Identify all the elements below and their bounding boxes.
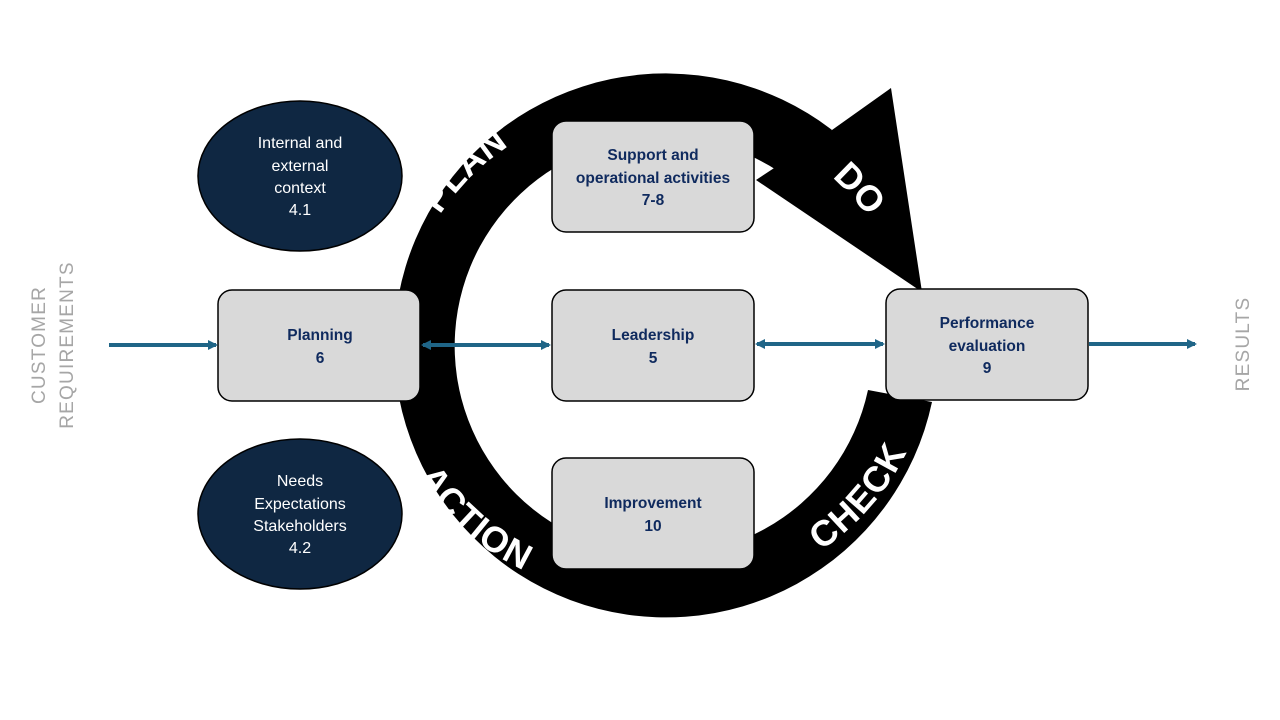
customer-requirements-label-line1: CUSTOMER (29, 286, 50, 404)
context-internal-external: Internal and external context 4.1 (197, 100, 403, 252)
box-planning-ref: 6 (316, 350, 325, 367)
box-improvement-ref: 10 (644, 518, 661, 535)
context-stakeholders-line3: Stakeholders (253, 518, 346, 535)
box-performance: Performance evaluation 9 (885, 288, 1089, 401)
box-support-line2: operational activities (576, 170, 730, 187)
box-support: Support and operational activities 7-8 (551, 120, 755, 233)
box-performance-ref: 9 (983, 360, 992, 377)
box-improvement: Improvement 10 (551, 457, 755, 570)
box-support-line1: Support and (607, 147, 698, 164)
cycle-arrowhead (756, 88, 922, 292)
context-stakeholders-line1: Needs (277, 473, 323, 490)
box-support-ref: 7-8 (642, 192, 665, 209)
context-internal-external-line1: Internal and (258, 135, 343, 152)
context-internal-external-ref: 4.1 (289, 202, 311, 219)
box-performance-line2: evaluation (949, 338, 1026, 355)
box-performance-line1: Performance (940, 315, 1035, 332)
box-leadership-line1: Leadership (612, 327, 695, 344)
context-stakeholders-ref: 4.2 (289, 540, 311, 557)
box-leadership-ref: 5 (649, 350, 658, 367)
box-leadership: Leadership 5 (551, 289, 755, 402)
context-internal-external-line2: external (272, 158, 329, 175)
context-stakeholders: Needs Expectations Stakeholders 4.2 (197, 438, 403, 590)
box-planning-line1: Planning (287, 327, 352, 344)
customer-requirements-label-line2: REQUIREMENTS (57, 261, 78, 428)
context-stakeholders-line2: Expectations (254, 496, 346, 513)
box-improvement-line1: Improvement (604, 495, 701, 512)
results-label: RESULTS (1233, 297, 1254, 392)
context-internal-external-line3: context (274, 180, 326, 197)
box-planning: Planning 6 (217, 289, 421, 402)
